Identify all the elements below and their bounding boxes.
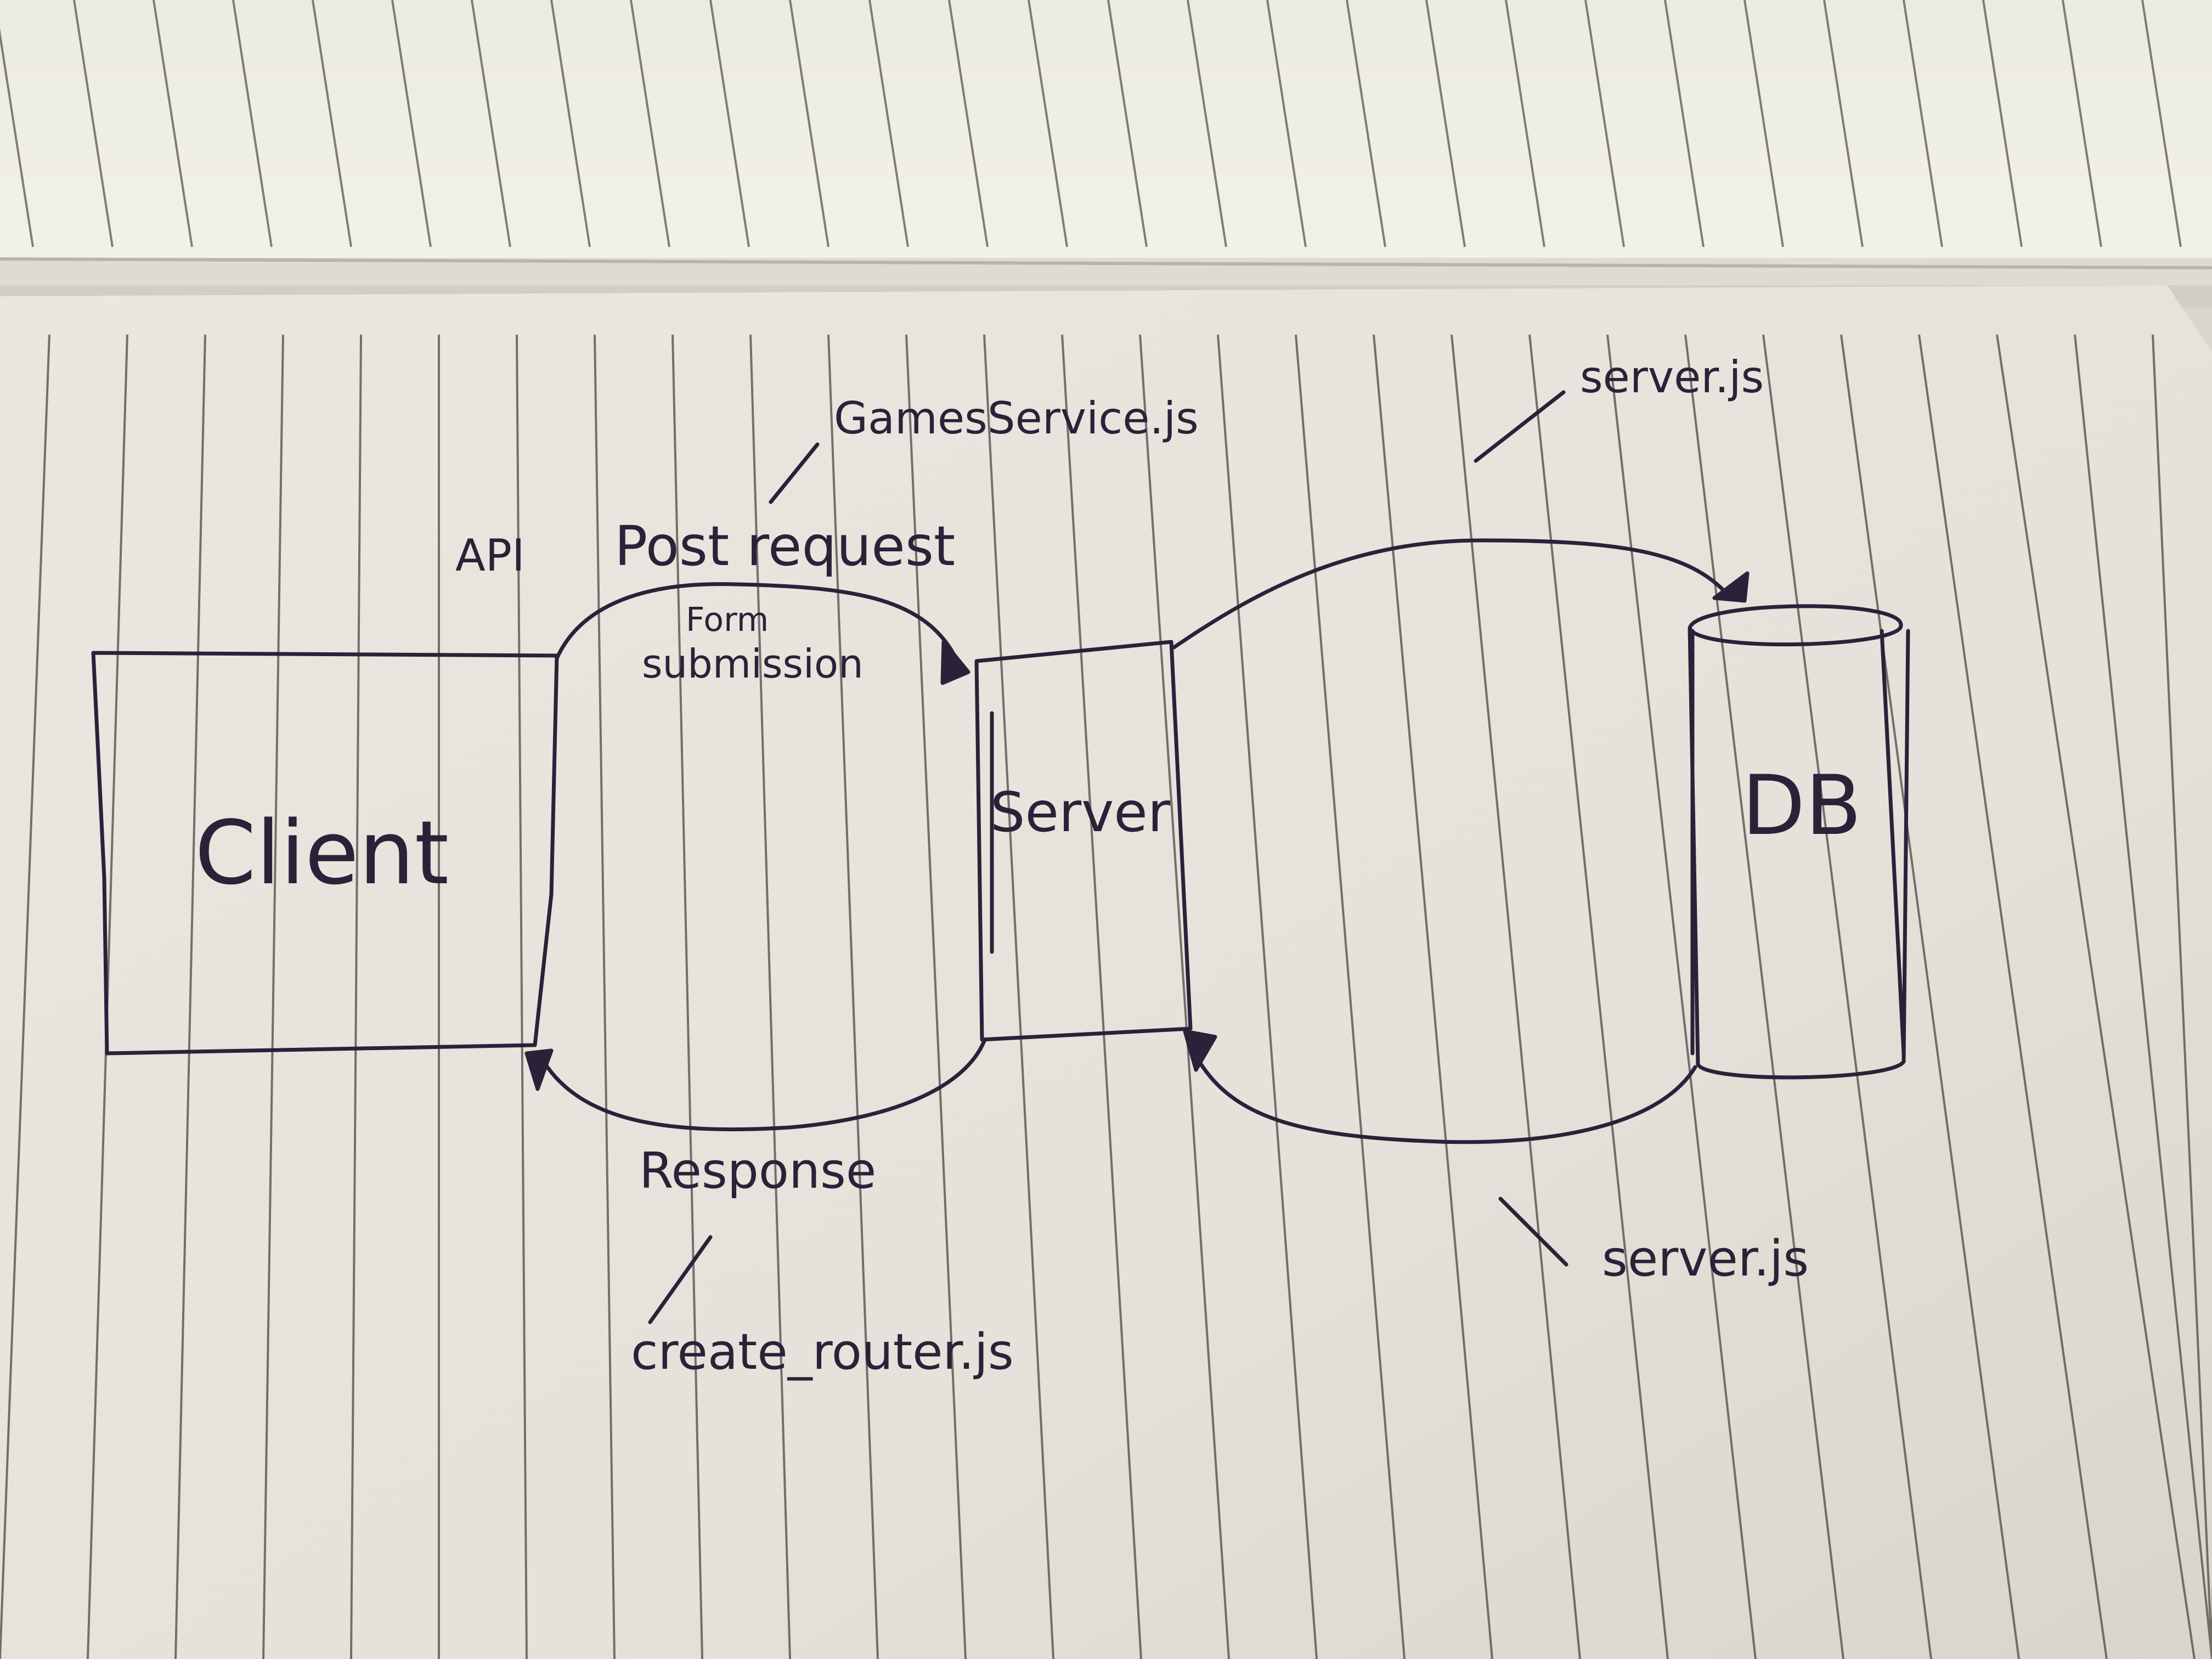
bottom-rule-line (1217, 334, 1318, 1659)
form-submission-label-line1: Form (686, 601, 769, 639)
top-rule-line (1346, 0, 1386, 247)
post-request-label: Post request (614, 514, 955, 578)
server-label: Server (990, 780, 1171, 844)
db-to-server-arrowhead (1183, 1029, 1217, 1072)
top-rule-line (1664, 0, 1705, 247)
top-rule-line (550, 0, 591, 247)
bottom-rule-line (983, 334, 1054, 1659)
bottom-rule-line (1996, 334, 2196, 1659)
post-request-arrowhead (940, 640, 970, 685)
top-rule-line (73, 0, 114, 247)
bottom-rule-line (2074, 334, 2212, 1659)
top-rule-line (630, 0, 670, 247)
top-rule-line (2062, 0, 2102, 247)
top-rule-line (709, 0, 750, 247)
top-rule-line (1028, 0, 1068, 247)
bottom-rule-line (1684, 334, 1844, 1659)
top-rule-line (868, 0, 909, 247)
create-router-leader (648, 1235, 713, 1324)
db-to-server-arrow (1194, 1054, 1697, 1144)
top-rule-line (232, 0, 273, 247)
top-rule-line (1982, 0, 2023, 247)
server-js-bottom-label: server.js (1602, 1230, 1809, 1288)
bottom-rule-line (1061, 334, 1142, 1659)
top-rule-line (2141, 0, 2182, 247)
server-js-bottom-leader (1498, 1197, 1568, 1267)
bottom-rule-line (516, 334, 528, 1659)
top-rule-line (1823, 0, 1864, 247)
top-rule-line (153, 0, 193, 247)
bottom-rule-line (1295, 334, 1406, 1659)
response-label: Response (639, 1142, 876, 1200)
bottom-rule-line (1373, 334, 1493, 1659)
bottom-rule-line (749, 334, 791, 1659)
response-arrow (538, 1037, 987, 1132)
form-submission-label-line2: submission (642, 641, 864, 687)
bottom-rule-line (1918, 334, 2108, 1659)
server-to-db-arrowhead (1712, 571, 1750, 603)
top-rule-line (1425, 0, 1466, 247)
bottom-rule-line (1606, 334, 1757, 1659)
bottom-rule-line (174, 334, 206, 1659)
page-edge (0, 257, 2212, 269)
client-label: Client (195, 802, 449, 904)
games-service-leader (769, 442, 820, 504)
top-rule-line (312, 0, 352, 247)
bottom-rule-line (262, 334, 284, 1659)
post-request-arrow (555, 582, 960, 663)
top-rule-line (948, 0, 989, 247)
top-rule-line (0, 28, 34, 247)
bottom-rule-line (1762, 334, 1932, 1659)
top-rule-line (1584, 0, 1625, 247)
bottom-rule-line (1528, 334, 1669, 1659)
top-rule-line (471, 0, 511, 247)
top-rule-line (789, 0, 830, 247)
bottom-rule-line (1139, 334, 1230, 1659)
top-rule-line (1107, 0, 1148, 247)
bottom-rule-line (672, 334, 703, 1659)
response-arrowhead (524, 1048, 554, 1091)
top-rule-line (1903, 0, 1943, 247)
bottom-page-rule-lines (0, 334, 2212, 1659)
bottom-rule-line (1451, 334, 1581, 1659)
top-rule-line (1187, 0, 1227, 247)
api-label: API (455, 530, 525, 581)
create-router-label: create_router.js (631, 1323, 1014, 1381)
top-rule-line (1266, 0, 1307, 247)
top-page (0, 0, 2212, 285)
db-cylinder (1688, 604, 1910, 1080)
bottom-rule-line (905, 334, 967, 1659)
db-label: DB (1742, 758, 1861, 854)
bottom-page (0, 285, 2212, 1659)
bottom-rule-line (827, 334, 879, 1659)
top-rule-line (1505, 0, 1545, 247)
top-rule-line (1743, 0, 1784, 247)
server-js-top-leader (1474, 390, 1566, 463)
ink-drawing (91, 390, 1910, 1324)
server-to-db-arrow (1172, 538, 1730, 650)
bottom-rule-line (2152, 334, 2212, 1659)
bottom-rule-line (594, 334, 616, 1659)
server-js-top-label: server.js (1580, 352, 1764, 403)
bottom-rule-line (1840, 334, 2020, 1659)
server-box (974, 640, 1193, 1042)
games-service-label: GamesService.js (834, 393, 1199, 444)
bottom-rule-line (350, 334, 362, 1659)
bottom-rule-line (0, 334, 50, 1659)
top-page-rule-lines (0, 0, 2182, 247)
top-rule-line (391, 0, 432, 247)
